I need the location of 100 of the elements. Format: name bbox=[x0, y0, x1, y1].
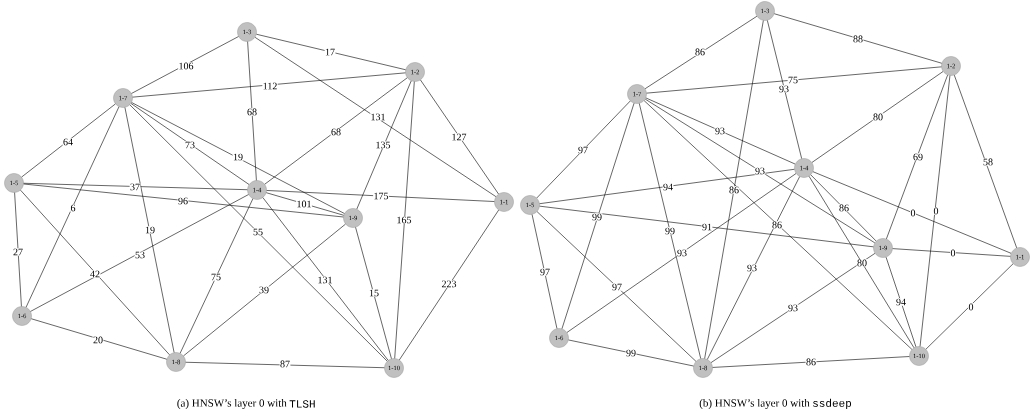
edge-label: 131 bbox=[317, 276, 333, 284]
edge-label: 93 bbox=[787, 304, 799, 312]
edge bbox=[643, 100, 913, 350]
edge bbox=[20, 189, 170, 356]
edge-label: 15 bbox=[368, 289, 380, 297]
caption: (b) HNSW’s layer 0 with bbox=[699, 399, 810, 409]
edge bbox=[644, 98, 876, 244]
edge bbox=[919, 75, 951, 347]
edge-label: 93 bbox=[778, 85, 790, 93]
edge-label: 87 bbox=[279, 360, 291, 368]
edge-label: 93 bbox=[754, 167, 766, 175]
edge-label: 55 bbox=[252, 228, 264, 236]
edge-label: 58 bbox=[982, 158, 994, 166]
edge-label: 42 bbox=[89, 270, 101, 278]
edge bbox=[185, 361, 385, 369]
edge-label: 68 bbox=[246, 108, 258, 116]
edge bbox=[646, 66, 942, 94]
edge-label: 80 bbox=[856, 259, 868, 267]
edge bbox=[885, 256, 917, 348]
edge-label: 80 bbox=[872, 113, 884, 121]
edge-label: 94 bbox=[662, 183, 674, 191]
edge bbox=[256, 33, 406, 71]
edge-label: 20 bbox=[92, 336, 104, 344]
edge bbox=[707, 176, 800, 360]
edge bbox=[712, 356, 910, 368]
edge-label: 135 bbox=[375, 141, 391, 149]
edge-label: 223 bbox=[441, 280, 457, 288]
edge-label: 37 bbox=[129, 183, 141, 191]
edge-label: 19 bbox=[232, 153, 244, 161]
edge bbox=[21, 103, 116, 178]
edge bbox=[812, 171, 1012, 254]
edge-label: 175 bbox=[373, 192, 389, 200]
edge-label: 86 bbox=[694, 48, 706, 56]
edge-label: 17 bbox=[324, 48, 336, 56]
edge-label: 93 bbox=[676, 249, 688, 257]
edge-label: 19 bbox=[144, 226, 156, 234]
edge-label: 97 bbox=[611, 283, 623, 291]
edge-label: 69 bbox=[912, 153, 924, 161]
edge bbox=[355, 227, 392, 359]
edge-label: 0 bbox=[933, 207, 939, 215]
edge bbox=[774, 13, 942, 64]
edge-label: 0 bbox=[950, 249, 956, 257]
edge bbox=[645, 97, 796, 165]
edge-label: 39 bbox=[258, 286, 270, 294]
edge bbox=[561, 102, 635, 330]
edge bbox=[531, 214, 558, 329]
edge-label: 99 bbox=[591, 213, 603, 221]
edge-label: 0 bbox=[968, 303, 974, 311]
edge bbox=[131, 102, 345, 214]
edge bbox=[183, 223, 346, 357]
edge bbox=[954, 74, 1017, 249]
edge-label: 88 bbox=[852, 35, 864, 43]
edge bbox=[131, 36, 239, 94]
edge-label: 131 bbox=[370, 113, 386, 121]
edge-label: 99 bbox=[625, 349, 637, 357]
edge bbox=[710, 253, 876, 363]
edge-label: 86 bbox=[805, 358, 817, 366]
edge bbox=[644, 15, 758, 89]
edge bbox=[811, 71, 944, 163]
edge-label: 75 bbox=[787, 76, 799, 84]
edge bbox=[179, 198, 254, 354]
edge bbox=[254, 37, 497, 197]
edge-label: 93 bbox=[714, 127, 726, 135]
caption: ssdeep bbox=[813, 398, 852, 410]
edge-label: 0 bbox=[910, 209, 916, 217]
edge bbox=[14, 192, 22, 307]
edge-label: 101 bbox=[296, 200, 312, 208]
edge bbox=[247, 41, 257, 181]
edge bbox=[130, 103, 250, 185]
edge bbox=[264, 77, 408, 185]
edge-label: 99 bbox=[664, 227, 676, 235]
edge-label: 94 bbox=[895, 298, 907, 306]
edge-label: 112 bbox=[262, 82, 278, 90]
edge bbox=[124, 107, 175, 353]
edge bbox=[262, 197, 389, 361]
edge bbox=[808, 175, 915, 348]
edge bbox=[539, 169, 795, 204]
edge bbox=[767, 20, 802, 159]
edge-label: 127 bbox=[451, 133, 467, 141]
edge bbox=[810, 174, 877, 242]
edge bbox=[266, 192, 344, 216]
edge bbox=[566, 173, 797, 333]
edge bbox=[23, 183, 344, 218]
edge bbox=[356, 80, 412, 210]
edge-label: 97 bbox=[577, 146, 589, 154]
edge bbox=[536, 211, 697, 362]
caption: (a) HNSW’s layer 0 with bbox=[177, 399, 287, 409]
edge bbox=[25, 106, 120, 308]
edge-label: 27 bbox=[12, 248, 24, 256]
edge-label: 96 bbox=[177, 197, 189, 205]
edge bbox=[23, 182, 248, 190]
edge-label: 86 bbox=[771, 221, 783, 229]
edge-label: 93 bbox=[746, 264, 758, 272]
edge-label: 68 bbox=[330, 128, 342, 136]
edge bbox=[892, 248, 1011, 257]
caption: TLSH bbox=[289, 400, 315, 408]
edge bbox=[30, 194, 249, 312]
edge-label: 6 bbox=[70, 204, 76, 212]
edge-label: 97 bbox=[539, 268, 551, 276]
edge bbox=[539, 205, 874, 248]
